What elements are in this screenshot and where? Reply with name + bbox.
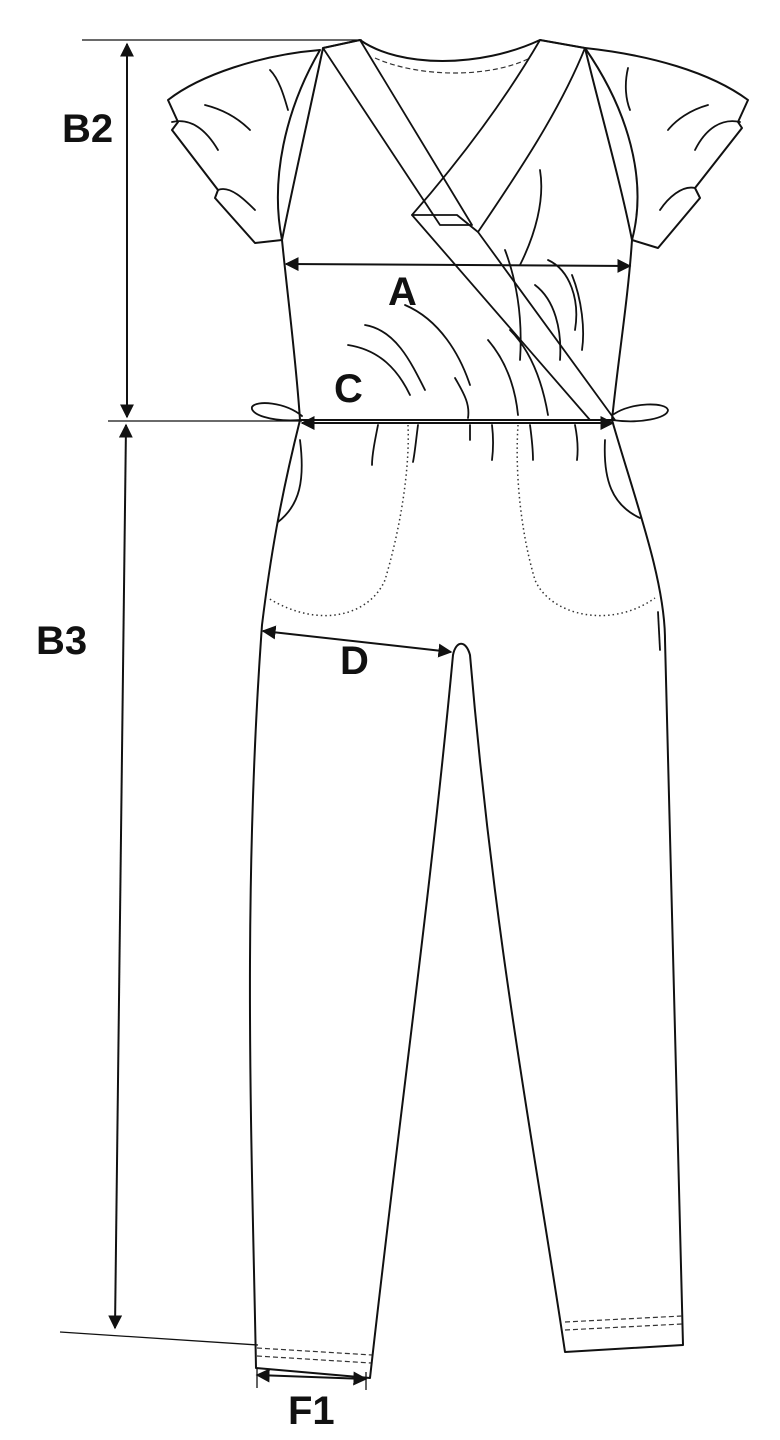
label-b3: B3 bbox=[36, 619, 87, 663]
a-measure-arrow bbox=[284, 257, 632, 273]
wrap-band-under bbox=[411, 214, 479, 233]
neckline-stitch bbox=[374, 57, 531, 74]
right-waist-tie bbox=[611, 403, 669, 423]
label-f1: F1 bbox=[288, 1389, 335, 1433]
left-waist-tie bbox=[251, 402, 303, 422]
right-side-seam bbox=[657, 611, 661, 651]
right-hem-stitch bbox=[564, 1315, 683, 1331]
left-sleeve-ruffle bbox=[171, 69, 289, 211]
bodice bbox=[281, 39, 633, 421]
left-hem-stitch bbox=[256, 1347, 373, 1364]
label-c: C bbox=[334, 367, 363, 411]
waist-gathers bbox=[371, 424, 579, 466]
left-sleeve bbox=[167, 49, 321, 244]
label-b2: B2 bbox=[62, 107, 113, 151]
right-sleeve-ruffle bbox=[624, 67, 741, 211]
b3-bottom-extension-line bbox=[59, 1331, 259, 1346]
d-measure-arrow bbox=[261, 625, 453, 658]
bodice-gathers bbox=[347, 169, 585, 419]
f1-measure-arrow bbox=[255, 1368, 368, 1386]
right-pocket-bag bbox=[516, 424, 656, 617]
label-d: D bbox=[340, 639, 369, 683]
b3-measure-arrow bbox=[108, 423, 133, 1330]
left-pocket-bag bbox=[267, 424, 410, 617]
right-pocket-edge bbox=[603, 439, 641, 519]
trousers bbox=[248, 419, 684, 1379]
wrap-band-left bbox=[322, 39, 473, 226]
left-pocket-edge bbox=[277, 439, 303, 523]
label-a: A bbox=[388, 270, 417, 314]
